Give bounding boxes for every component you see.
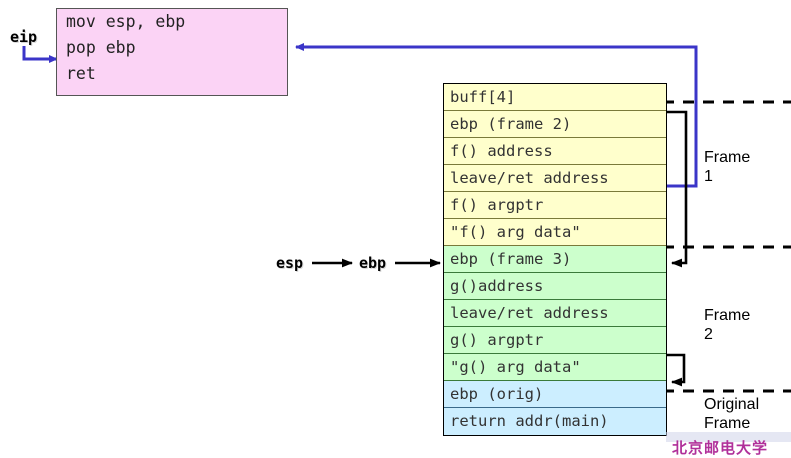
watermark-text: 北京邮电大学 — [672, 439, 769, 457]
code-line-0: mov esp, ebp — [66, 12, 186, 31]
stack-row: f() address — [444, 138, 666, 165]
frame-label-1: Frame 1 — [704, 148, 750, 186]
stack-row: g() argptr — [444, 327, 666, 354]
frame-label-line: Frame — [704, 307, 751, 324]
saved-ebp-link-1 — [665, 110, 688, 268]
frame-label-line: Frame — [704, 149, 751, 166]
stack-row: ebp (frame 2) — [444, 111, 666, 138]
eip-register-label: eip — [10, 28, 38, 46]
ebp-register-label: ebp — [359, 254, 387, 272]
stack-row: "f() arg data" — [444, 219, 666, 246]
code-line-2: ret — [66, 64, 96, 83]
code-line-1: pop ebp — [66, 38, 136, 57]
frame-label-line: 1 — [704, 168, 713, 185]
frame-label-2: Frame 2 — [704, 306, 750, 344]
stack-row: ebp (orig) — [444, 381, 666, 408]
epilogue-code-box: mov esp, ebp pop ebp ret — [56, 8, 288, 96]
frame-label-line: 2 — [704, 326, 713, 343]
stack-row: return addr(main) — [444, 408, 666, 435]
stack-row: leave/ret address — [444, 300, 666, 327]
stack-row: f() argptr — [444, 192, 666, 219]
frame-label-line: Frame — [704, 415, 751, 432]
esp-register-label: esp — [276, 254, 304, 272]
frame-divider-lines — [663, 100, 791, 393]
stack-diagram: buff[4] ebp (frame 2) f() address leave/… — [443, 83, 667, 436]
stack-row: leave/ret address — [444, 165, 666, 192]
stack-row: g()address — [444, 273, 666, 300]
stack-row: buff[4] — [444, 84, 666, 111]
stack-row: ebp (frame 3) — [444, 246, 666, 273]
stack-row: "g() arg data" — [444, 354, 666, 381]
argptr-link-2 — [665, 353, 686, 387]
eip-arrow — [22, 46, 58, 63]
watermark-band — [666, 432, 791, 442]
frame-label-line: Original — [704, 396, 760, 413]
frame-label-original: Original Frame — [704, 395, 759, 433]
